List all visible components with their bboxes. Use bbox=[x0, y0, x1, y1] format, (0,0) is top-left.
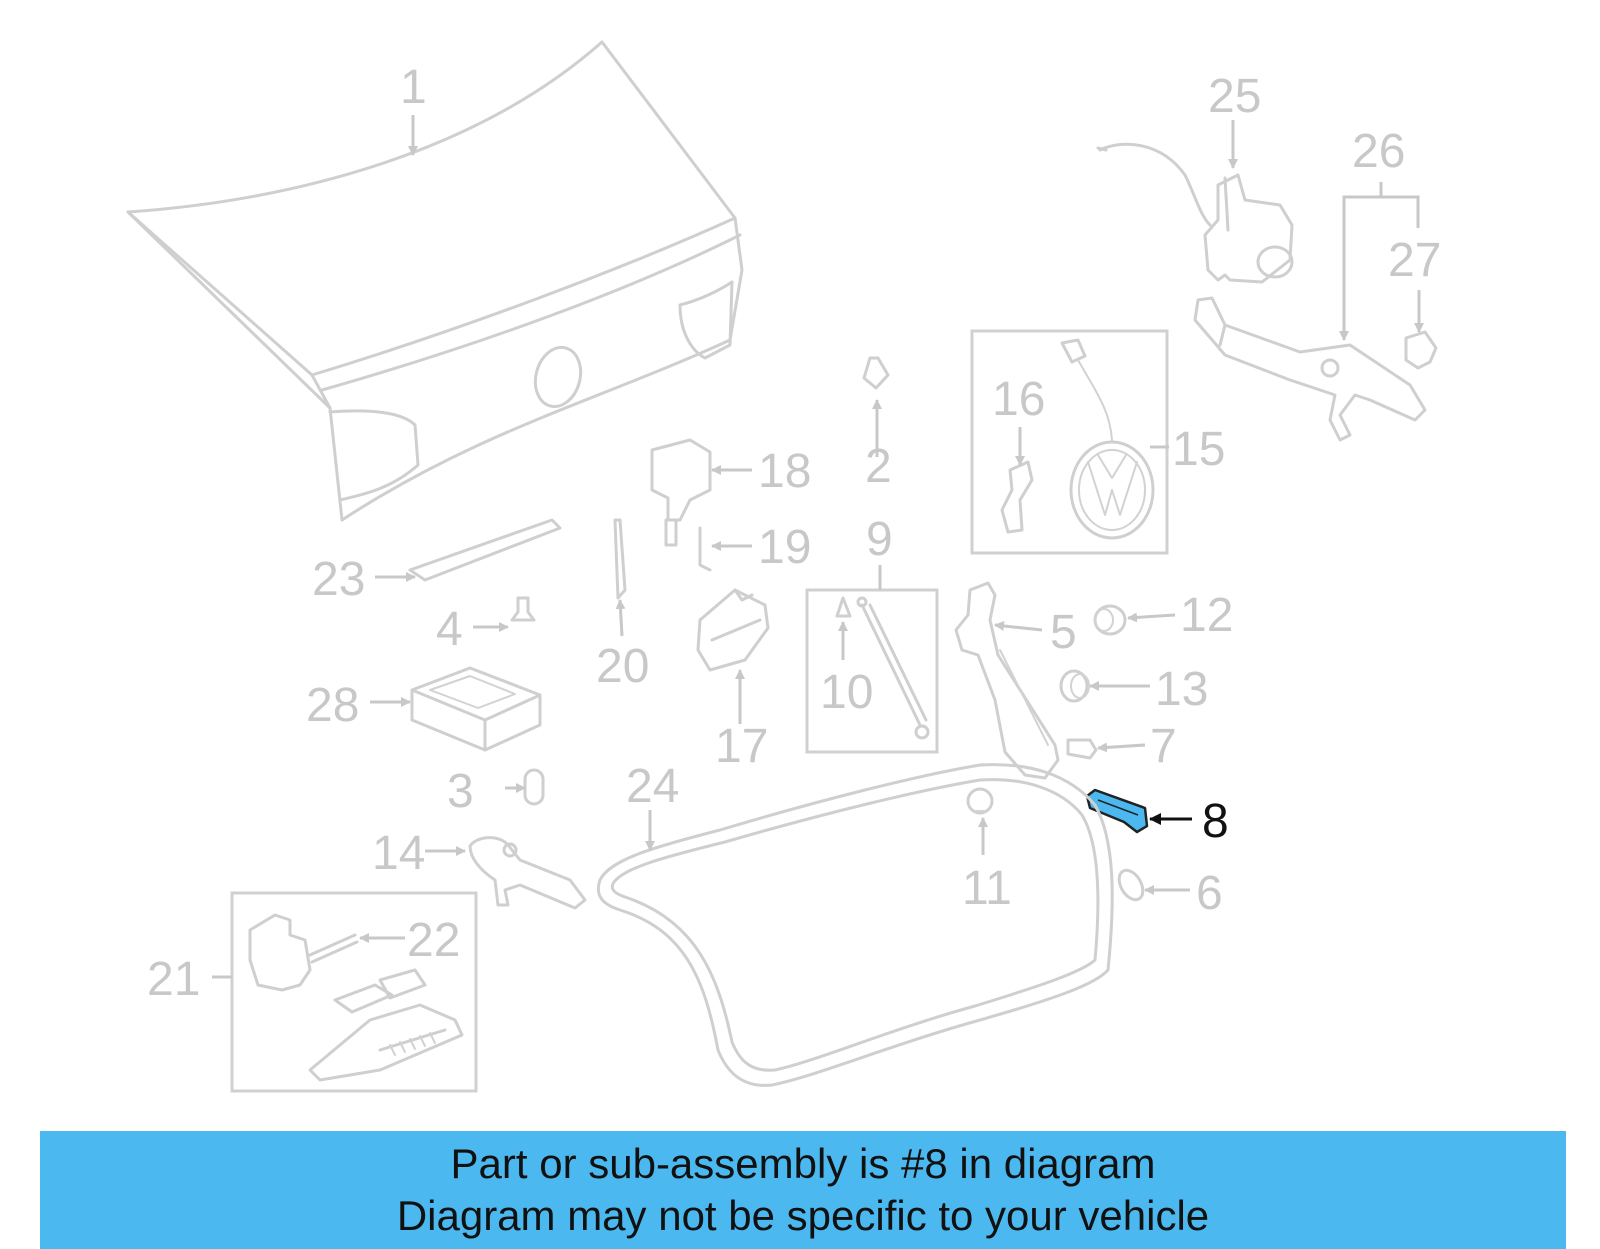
callout-12: 12 bbox=[1180, 589, 1233, 642]
callout-23: 23 bbox=[312, 553, 365, 606]
callout-3: 3 bbox=[447, 765, 474, 818]
callout-17: 17 bbox=[715, 720, 768, 773]
callout-20: 20 bbox=[596, 640, 649, 693]
callout-5: 5 bbox=[1050, 606, 1077, 659]
callout-25: 25 bbox=[1208, 70, 1261, 123]
callout-11: 11 bbox=[962, 862, 1012, 915]
trunk-lid bbox=[126, 40, 744, 522]
callout-10: 10 bbox=[820, 666, 873, 719]
part-12-bumper bbox=[1093, 604, 1127, 636]
callout-6: 6 bbox=[1196, 867, 1223, 920]
callout-26: 26 bbox=[1352, 125, 1405, 178]
part-5-bracket bbox=[954, 581, 1060, 780]
part-13-bumper bbox=[1059, 669, 1090, 703]
banner-line-2: Diagram may not be specific to your vehi… bbox=[396, 1192, 1210, 1239]
callout-15: 15 bbox=[1172, 423, 1225, 476]
callout-28: 28 bbox=[306, 679, 359, 732]
callout-14: 14 bbox=[372, 827, 425, 880]
part-24-weatherstrip bbox=[596, 763, 1114, 1087]
banner-line-1: Part or sub-assembly is #8 in diagram bbox=[450, 1140, 1156, 1187]
callout-4: 4 bbox=[436, 603, 463, 656]
part-22-lock-cylinder bbox=[248, 913, 359, 992]
info-banner: Part or sub-assembly is #8 in diagram Di… bbox=[40, 1131, 1566, 1249]
part-19-clip bbox=[698, 526, 712, 572]
part-17-lock bbox=[696, 588, 770, 672]
callout-labels: 1 2 3 4 5 6 7 8 9 10 11 12 13 14 15 16 1… bbox=[147, 61, 1441, 1006]
part-16-bracket bbox=[1000, 460, 1034, 534]
part-26-hinge-arm bbox=[1193, 296, 1427, 442]
callout-24: 24 bbox=[626, 760, 679, 813]
vw-logo-icon bbox=[1060, 338, 1155, 540]
callout-8: 8 bbox=[1202, 795, 1229, 848]
callout-7: 7 bbox=[1150, 720, 1177, 773]
part-9-box bbox=[805, 588, 939, 754]
part-21-jack bbox=[308, 968, 464, 1082]
part-11-clip bbox=[966, 787, 994, 815]
part-7-screw bbox=[1066, 738, 1098, 760]
part-10-gas-strut bbox=[835, 596, 930, 740]
leader-lines bbox=[212, 115, 1424, 979]
callout-27: 27 bbox=[1388, 234, 1441, 287]
callout-22: 22 bbox=[407, 914, 460, 967]
part-21-box bbox=[230, 891, 478, 1093]
callout-1: 1 bbox=[400, 61, 427, 114]
callout-9: 9 bbox=[866, 513, 893, 566]
part-18-actuator bbox=[650, 438, 712, 547]
callout-18: 18 bbox=[758, 445, 811, 498]
callout-2: 2 bbox=[865, 440, 892, 493]
part-15-box bbox=[970, 329, 1169, 555]
part-4-bolt bbox=[510, 596, 536, 622]
callout-19: 19 bbox=[758, 521, 811, 574]
callout-21: 21 bbox=[147, 953, 200, 1006]
callout-16: 16 bbox=[992, 373, 1045, 426]
part-3-plug bbox=[523, 768, 545, 806]
part-6-washer bbox=[1117, 868, 1145, 902]
part-14-hinge bbox=[468, 836, 587, 910]
part-25-lock-actuator bbox=[1096, 142, 1294, 284]
part-23-molding bbox=[408, 518, 562, 582]
part-27-bumper bbox=[1404, 330, 1438, 370]
part-28-control-module bbox=[410, 666, 542, 752]
part-2-clip bbox=[862, 356, 890, 390]
part-8-highlighted bbox=[1085, 788, 1149, 834]
part-20-rod bbox=[613, 518, 627, 600]
callout-13: 13 bbox=[1155, 663, 1208, 716]
